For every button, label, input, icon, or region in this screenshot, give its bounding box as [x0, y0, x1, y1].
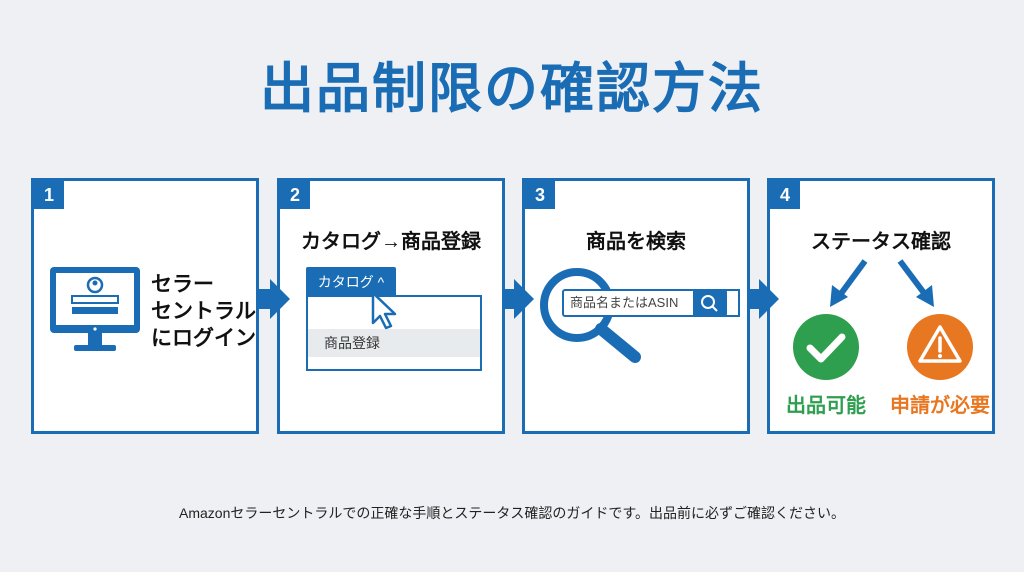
step-2-panel: 2 カタログ→商品登録 商品登録 カタログ ^	[277, 178, 505, 434]
dropdown-panel: 商品登録	[306, 295, 482, 371]
catalog-label: カタログ	[317, 274, 374, 290]
status-sellable: 出品可能	[786, 395, 866, 417]
step-number: 3	[525, 181, 555, 209]
step-title: 商品を検索	[586, 231, 686, 253]
step-1-panel: 1 セラー セントラル にログイン	[31, 178, 259, 434]
chevron-up-icon: ^	[377, 274, 385, 290]
login-text-line: セラー	[151, 273, 214, 296]
step-number: 1	[34, 181, 64, 209]
arrow-right-icon	[502, 279, 534, 319]
step-title: カタログ→商品登録	[301, 231, 481, 253]
arrow-right-icon	[747, 279, 779, 319]
login-text-line: セントラル	[151, 300, 256, 323]
login-text-line: にログイン	[151, 327, 256, 350]
step-number: 4	[770, 181, 800, 209]
step-title: ステータス確認	[811, 231, 951, 253]
step-3-panel: 3 商品を検索 商品名またはASIN	[522, 178, 750, 434]
search-icon	[701, 295, 718, 312]
menu-item-product-registration[interactable]: 商品登録	[308, 329, 480, 357]
catalog-menu-button[interactable]: カタログ ^	[306, 267, 396, 297]
warning-circle-icon	[907, 314, 973, 380]
page-title: 出品制限の確認方法	[260, 59, 764, 119]
status-approval-required: 申請が必要	[890, 395, 990, 417]
step-number: 2	[280, 181, 310, 209]
step-4-panel: 4 ステータス確認 出品可能 申請が必要	[767, 178, 995, 434]
check-circle-icon	[793, 314, 859, 380]
footer-note: Amazonセラーセントラルでの正確な手順とステータス確認のガイドです。出品前に…	[179, 505, 845, 521]
mouse-cursor-icon	[371, 291, 397, 330]
monitor-login-icon	[50, 267, 140, 351]
branch-arrows-icon	[830, 259, 934, 307]
arrow-right-icon	[258, 279, 290, 319]
search-button[interactable]	[693, 289, 727, 317]
search-placeholder: 商品名またはASIN	[570, 295, 679, 310]
